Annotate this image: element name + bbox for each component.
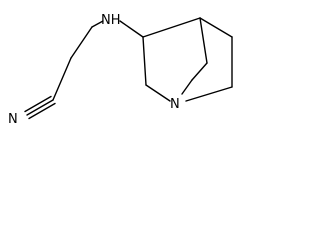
bond-c5-c6 (191, 62, 208, 81)
atom-label-nitrile-n: N (8, 112, 18, 127)
bond-cn-triple-2 (24, 95, 52, 113)
bond-c3-c4 (142, 17, 201, 38)
bond-c3-c2ring (142, 36, 147, 86)
structure-diagram: N NH N (0, 0, 240, 127)
bond-cn-triple-1 (26, 99, 54, 116)
bond-c4-c8 (199, 17, 233, 38)
bond-c2-c3 (70, 26, 93, 59)
bond-c1-c2 (52, 57, 72, 101)
bond-c6-n1 (181, 79, 193, 95)
bond-cn-triple-3 (28, 102, 56, 120)
atom-label-amine-nh: NH (101, 13, 121, 28)
bond-c3-n (91, 20, 104, 28)
bond-c4-c5 (199, 17, 208, 64)
atom-label-ring-n: N (170, 97, 180, 112)
bond-c2-n1 (145, 84, 171, 102)
bond-n-c3ring (119, 20, 144, 38)
bond-c7-n1 (185, 86, 233, 102)
molecule-svg: N NH N (8, 13, 233, 127)
